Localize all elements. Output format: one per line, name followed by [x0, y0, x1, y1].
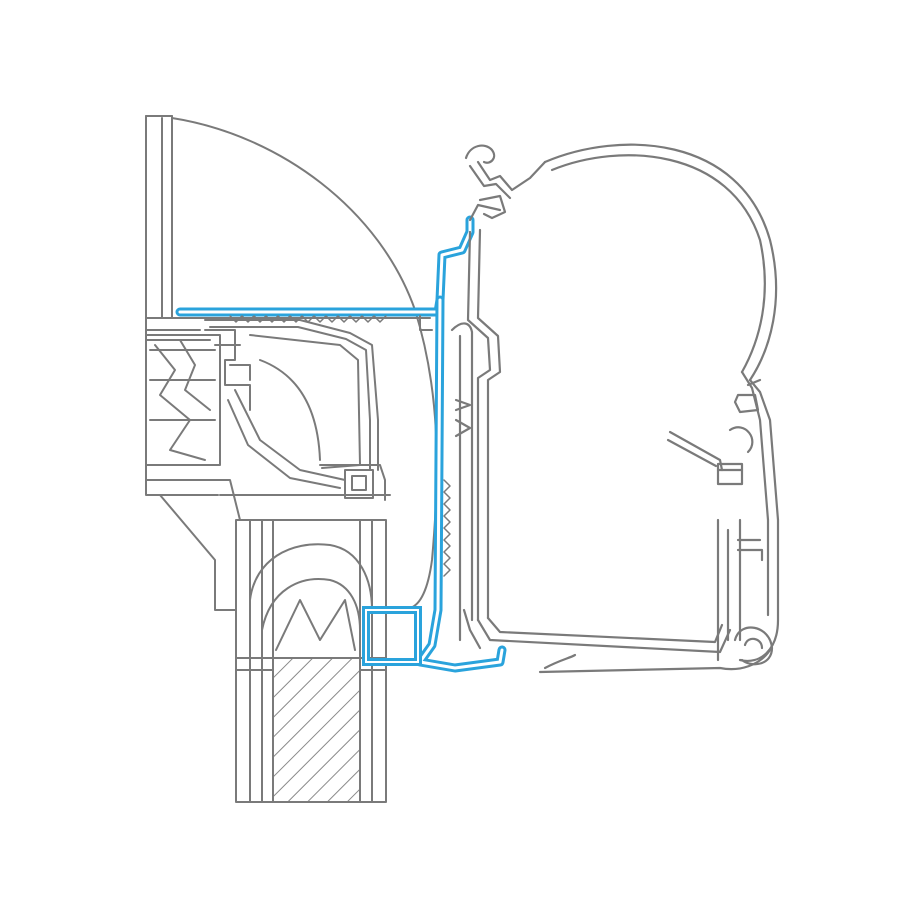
wooden-roof-beam: [235, 519, 387, 803]
awning-cassette-profile: [450, 143, 780, 674]
adapter-bracket: [175, 215, 507, 673]
vehicle-wall-cross-section: [145, 115, 438, 611]
